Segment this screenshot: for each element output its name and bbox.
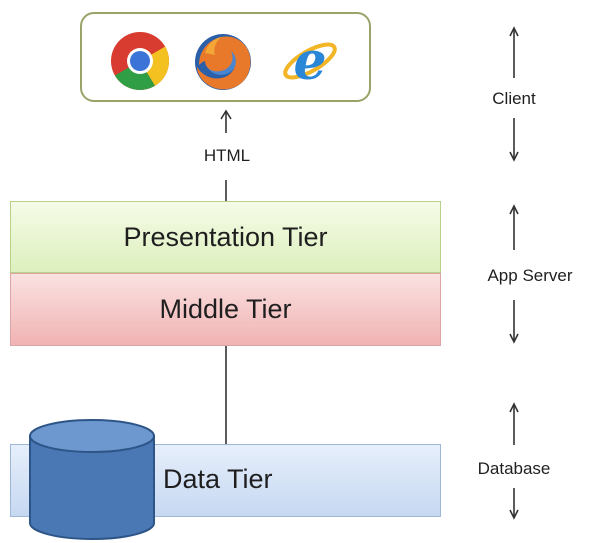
- data-tier-label: Data Tier: [163, 464, 273, 494]
- svg-text:e: e: [293, 31, 326, 92]
- middle-tier-label: Middle Tier: [159, 294, 292, 324]
- presentation-tier-label: Presentation Tier: [123, 221, 328, 252]
- presentation-tier: Presentation Tier: [10, 201, 441, 273]
- chrome-icon: [111, 32, 169, 90]
- html-label: HTML: [203, 146, 251, 165]
- client-browsers-box: e: [80, 12, 371, 102]
- database-side-label: Database: [477, 459, 551, 478]
- app-server-side-label: App Server: [487, 266, 573, 285]
- middle-tier: Middle Tier: [10, 273, 441, 346]
- client-side-label: Client: [492, 89, 536, 108]
- html-arrowhead: [220, 109, 232, 120]
- internet-explorer-icon: e: [283, 31, 337, 92]
- firefox-icon: [195, 34, 251, 90]
